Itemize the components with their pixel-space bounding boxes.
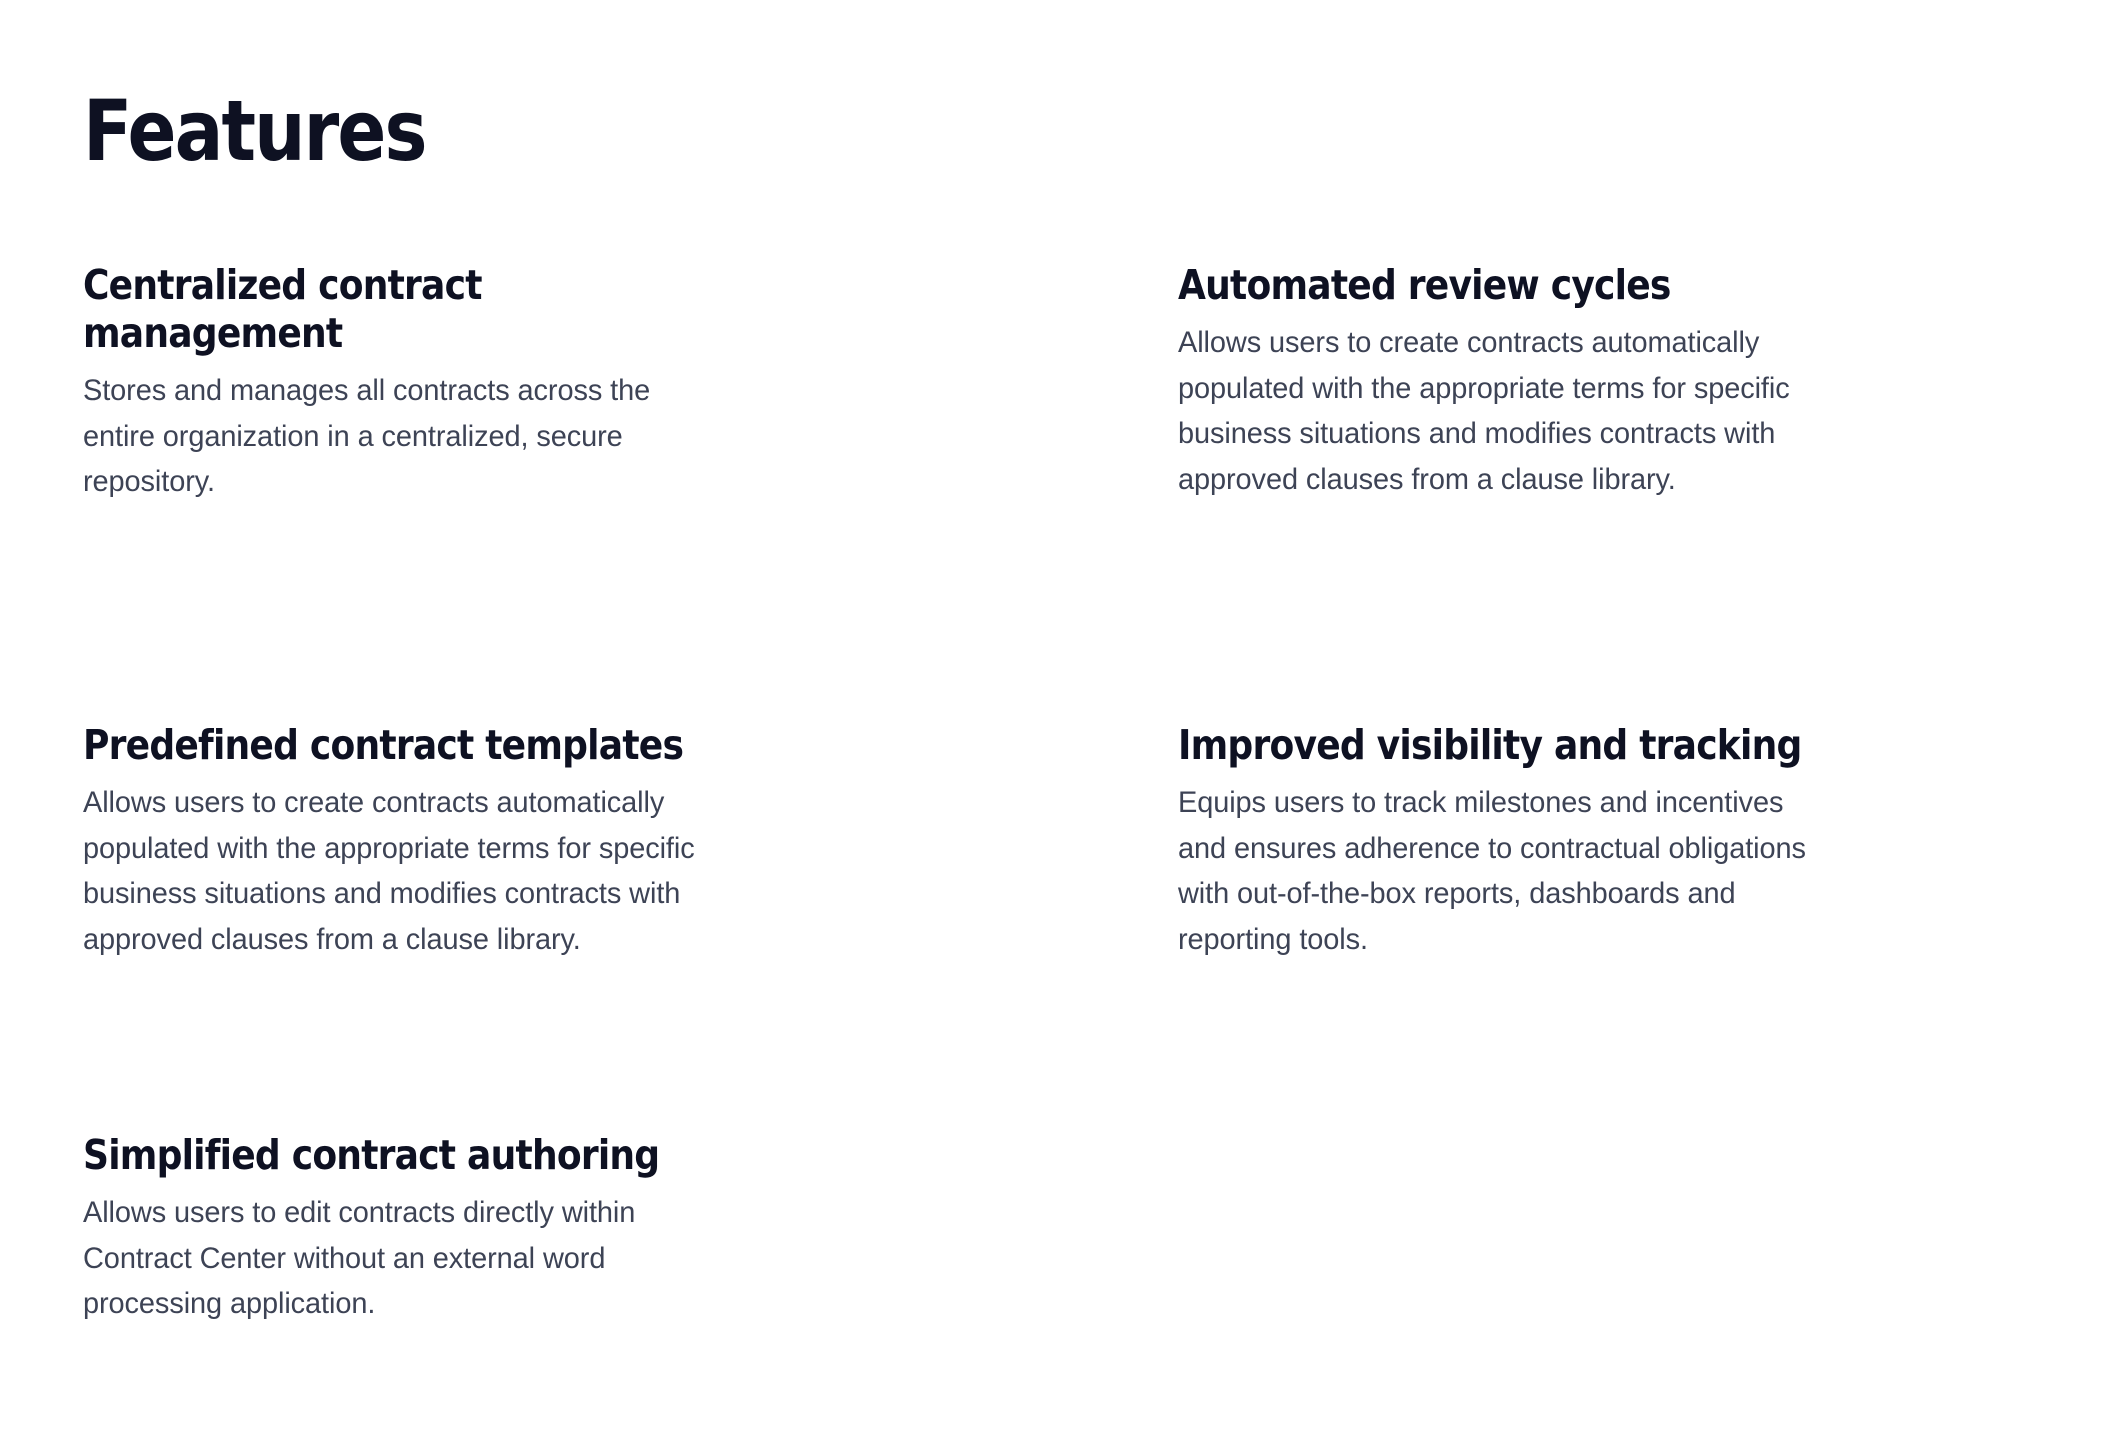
- feature-heading: Improved visibility and tracking: [1178, 721, 1802, 769]
- feature-description: Allows users to create contracts automat…: [83, 785, 695, 956]
- feature-card-centralized-contract-management: Centralized contract management Stores a…: [83, 261, 1173, 722]
- feature-card-automated-review-cycles: Automated review cycles Allows users to …: [1173, 261, 2003, 722]
- feature-card-improved-visibility-and-tracking: Improved visibility and tracking Equips …: [1173, 721, 2003, 1132]
- feature-card-simplified-contract-authoring: Simplified contract authoring Allows use…: [83, 1131, 1173, 1327]
- feature-grid: Centralized contract management Stores a…: [83, 261, 2003, 1327]
- feature-heading: Centralized contract management: [83, 261, 482, 357]
- feature-heading: Predefined contract templates: [83, 721, 684, 769]
- feature-description: Equips users to track milestones and inc…: [1178, 785, 1806, 956]
- feature-card-predefined-contract-templates: Predefined contract templates Allows use…: [83, 721, 1173, 1132]
- feature-description: Allows users to create contracts automat…: [1178, 325, 1790, 496]
- feature-heading: Simplified contract authoring: [83, 1131, 660, 1179]
- page-title: Features: [83, 82, 428, 181]
- feature-card-empty-slot: [1173, 1132, 2003, 1327]
- feature-description: Stores and manages all contracts across …: [83, 373, 651, 499]
- feature-description: Allows users to edit contracts directly …: [83, 1195, 636, 1321]
- feature-heading: Automated review cycles: [1178, 261, 1671, 309]
